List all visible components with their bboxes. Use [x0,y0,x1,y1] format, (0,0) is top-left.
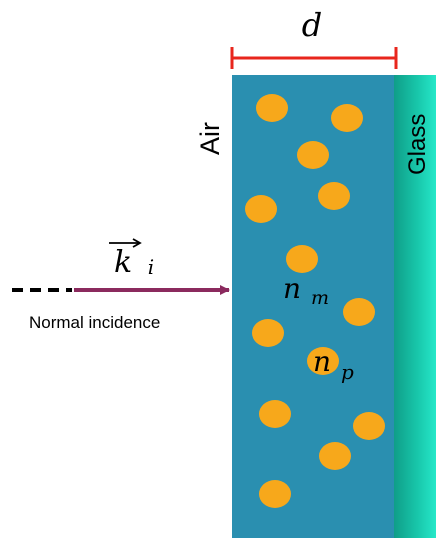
particle [318,182,350,210]
particle-index-label: n p [313,345,354,384]
glass-label: Glass [404,114,431,175]
particle [297,141,329,169]
glass-substrate [394,75,436,538]
svg-text:k i: k i [114,245,154,280]
particle [256,94,288,122]
wave-vector-base: k [114,245,132,280]
thickness-label: d [302,6,322,44]
particle [245,195,277,223]
medium-index-sub: m [311,287,329,309]
wave-vector-label: k i [109,238,154,280]
particle [252,319,284,347]
particle [343,298,375,326]
arrowhead-icon [132,238,142,248]
particle [307,347,339,375]
particle [319,442,351,470]
incidence-caption: Normal incidence [29,313,160,332]
air-label: Air [195,122,225,155]
medium-index-base: n [283,272,301,305]
wave-vector-sub: i [148,255,154,279]
particle [259,480,291,508]
particle-index-base: n [313,345,331,378]
particles [245,94,385,508]
particle [331,104,363,132]
medium-index-label: n m [283,272,329,309]
particle-index-sub: p [341,360,354,384]
particle [353,412,385,440]
particle [286,245,318,273]
particle [259,400,291,428]
thickness-marker [230,47,398,69]
